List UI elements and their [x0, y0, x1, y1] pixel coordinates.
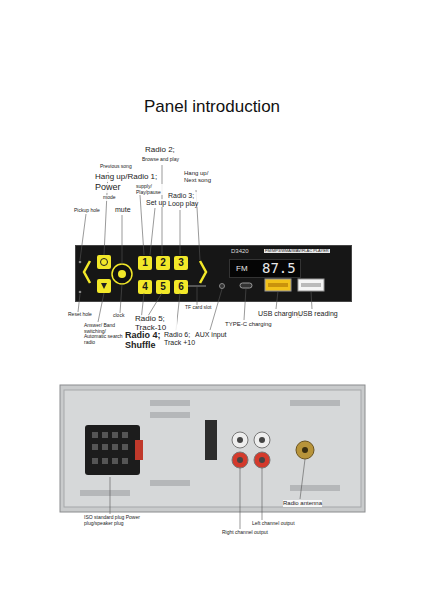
front-panel: D3420 FM/MP3/WMA/WAV/FLAC PLAYER FM 87.5 123…	[75, 245, 352, 302]
callout-label: TYPE-C charging	[225, 321, 272, 328]
callout-label: Radio antenna	[283, 500, 322, 507]
callout-label: Radio 3; Loop play	[168, 192, 204, 207]
preset-button: 4	[138, 280, 152, 294]
callout-label: USB reading	[298, 310, 338, 318]
button-number: 4	[138, 281, 152, 292]
callout-label: AUX input	[195, 331, 227, 339]
panel-text: 87.5	[262, 261, 296, 276]
antenna-jack	[296, 441, 314, 459]
callout-label: Radio 2;	[145, 146, 175, 155]
rca-jack	[232, 432, 248, 448]
iso-pins	[92, 432, 128, 464]
preset-button: 6	[174, 280, 188, 294]
button-number: 1	[138, 257, 152, 268]
panel-text: FM	[236, 265, 248, 274]
rca-jack	[232, 452, 248, 468]
button-number: 3	[174, 257, 188, 268]
callout-label: Pickup hole	[74, 208, 100, 214]
lcd-display: FM 87.5	[229, 259, 301, 278]
callout-label: Left channel output	[252, 521, 295, 527]
preset-button: 1	[138, 256, 152, 270]
preset-button: 3	[174, 256, 188, 270]
callout-label: Set up	[146, 199, 166, 207]
callout-label: clock	[113, 313, 124, 319]
vent-holes	[80, 400, 340, 496]
rear-chassis	[60, 385, 365, 512]
callout-label: Browse and play	[142, 157, 179, 163]
callout-label: Right channel output	[222, 530, 268, 536]
fuse	[135, 440, 143, 460]
callout-label: ISO standard plug Power plug/speaker plu…	[84, 515, 146, 526]
callout-label: Answer/ Band switching/ Automatic search…	[84, 323, 124, 345]
callout-label: mute	[115, 206, 131, 214]
callout-label: supply/ Play/pause	[136, 184, 166, 195]
callout-label: USB charging	[258, 310, 301, 318]
button-number: 6	[174, 281, 188, 292]
callout-label: Radio 5; Track-10	[135, 315, 177, 333]
wire-clip	[205, 420, 217, 460]
callout-label: Hang up/ Next song	[184, 170, 218, 183]
callout-label: Previous song	[100, 164, 132, 170]
rear-plate	[64, 390, 361, 507]
title: Panel introduction	[0, 98, 424, 117]
button-number: 2	[156, 257, 170, 268]
iso-connector	[85, 425, 140, 475]
callout-label: Hang up/Radio 1;	[95, 173, 157, 182]
button-number: 5	[156, 281, 170, 292]
preset-button: 5	[156, 280, 170, 294]
callout-label: TF card slot	[185, 305, 211, 311]
panel-text: D3420	[231, 248, 249, 255]
panel-text: FM/MP3/WMA/WAV/FLAC PLAYER	[264, 249, 330, 253]
preset-button: 2	[156, 256, 170, 270]
callout-label: Reset hole	[68, 312, 92, 318]
callout-label: Power	[95, 183, 121, 193]
callout-label: mode	[103, 195, 116, 201]
rca-jack	[254, 452, 270, 468]
rca-jack	[254, 432, 270, 448]
